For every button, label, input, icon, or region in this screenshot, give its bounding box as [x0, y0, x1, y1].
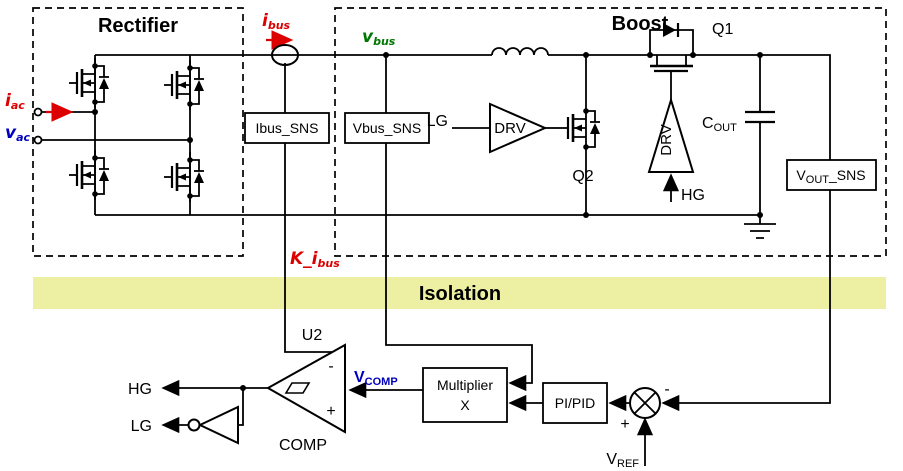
- lg-branch-wire: [238, 388, 244, 426]
- vbus-sns-block: Vbus_SNS: [344, 112, 430, 144]
- vbus-to-multiplier-wire: [385, 143, 533, 392]
- iac-terminal: [33, 107, 43, 117]
- boost-title: Boost: [612, 13, 669, 35]
- comparator: - +: [265, 343, 346, 434]
- lg-drv-label: DRV: [494, 120, 525, 137]
- bridge-mosfet-bottom-left: [67, 148, 111, 202]
- q2-label: Q2: [572, 168, 593, 185]
- hg-drv-triangle: DRV: [647, 96, 695, 173]
- comparator-minus: -: [328, 358, 333, 375]
- comp-label: COMP: [279, 437, 327, 454]
- junction-dots: [92, 52, 763, 391]
- pi-pid-label: PI/PID: [555, 395, 595, 411]
- cout-label: COUT: [702, 115, 737, 134]
- output-capacitor: [745, 110, 775, 124]
- multiplier-label-line1: Multiplier: [437, 377, 493, 393]
- hysteresis-icon: [284, 382, 311, 394]
- vac-label: vac: [5, 123, 31, 144]
- q2-mosfet: [558, 101, 602, 155]
- bridge-mosfet-top-right: [162, 58, 206, 112]
- hg-top-label: HG: [681, 187, 705, 204]
- summer-minus: -: [664, 381, 669, 398]
- ibus-label: ibus: [262, 11, 291, 32]
- vac-terminal: [33, 135, 43, 145]
- ground-symbol: [744, 215, 776, 239]
- inverter-buffer: [187, 405, 239, 445]
- vbus-label: vbus: [362, 27, 396, 48]
- comparator-plus: +: [326, 403, 335, 420]
- lg-bottom-label: LG: [131, 418, 152, 435]
- hg-drv-label: DRV: [658, 124, 675, 155]
- q1-mosfet: [650, 23, 693, 73]
- iac-label: iac: [5, 91, 25, 112]
- ibus-sns-block: Ibus_SNS: [244, 112, 330, 144]
- vout-sns-block: VOUT_SNS: [786, 159, 877, 191]
- top-bus-wire-right: [548, 54, 831, 160]
- summer-plus: +: [620, 416, 629, 433]
- isolation-title: Isolation: [419, 283, 501, 305]
- lg-drv-triangle: DRV: [489, 102, 548, 154]
- inverter-bubble: [187, 418, 201, 432]
- vbus-sns-label: Vbus_SNS: [353, 120, 421, 136]
- vout-feedback-wire: [661, 190, 831, 412]
- vref-label: VREF: [606, 451, 639, 470]
- ibus-sns-label: Ibus_SNS: [255, 120, 318, 136]
- rectifier-title: Rectifier: [98, 15, 178, 37]
- boost-box: [334, 7, 887, 257]
- bridge-mosfet-bottom-right: [162, 150, 206, 204]
- q1-label: Q1: [712, 21, 733, 38]
- summing-junction: - +: [620, 381, 669, 433]
- vout-sns-label: VOUT_SNS: [796, 167, 865, 186]
- boost-inductor: [491, 47, 549, 56]
- multiplier-label-line2: X: [460, 397, 470, 413]
- lg-top-label: LG: [427, 113, 448, 130]
- current-sensor-loop: [271, 44, 299, 66]
- k-ibus-label: K_ibus: [290, 249, 340, 270]
- multiplier-block: Multiplier X: [422, 367, 508, 423]
- bridge-mosfet-top-left: [67, 56, 111, 110]
- isolation-band: [33, 277, 886, 309]
- rectifier-box: [32, 7, 244, 257]
- vcomp-label: VCOMP: [354, 369, 398, 388]
- ibus-to-comparator-wire: [284, 143, 332, 353]
- u2-label: U2: [302, 327, 323, 344]
- hg-bottom-label: HG: [128, 381, 152, 398]
- pi-pid-block: PI/PID: [542, 382, 608, 424]
